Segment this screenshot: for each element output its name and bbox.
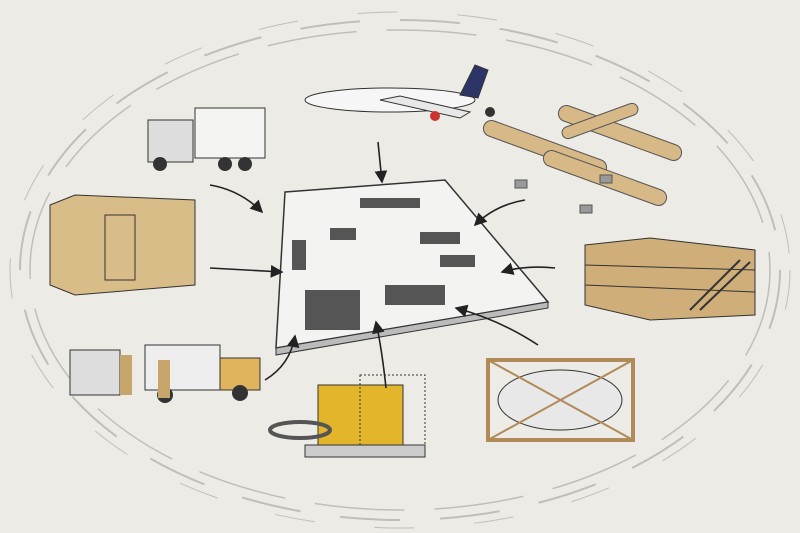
- arrow-container: [209, 264, 284, 278]
- arrow-garbage: [264, 334, 300, 381]
- power-generator: [268, 374, 426, 458]
- airplane: [304, 64, 495, 121]
- arrow-airplane: [374, 141, 388, 184]
- generator-container: [49, 194, 196, 296]
- swirl-rings: [9, 11, 791, 529]
- arrow-generator: [372, 320, 387, 389]
- arrow-tents: [473, 199, 526, 227]
- tent-complex: [482, 102, 683, 214]
- arrow-building: [500, 262, 556, 275]
- arrows: [209, 141, 556, 389]
- modular-building: [584, 237, 756, 321]
- tank-container: [486, 358, 635, 442]
- cargo-truck: [147, 107, 266, 171]
- arrow-truck: [209, 184, 264, 214]
- arrow-tank: [454, 304, 539, 346]
- garbage-truck: [69, 344, 261, 403]
